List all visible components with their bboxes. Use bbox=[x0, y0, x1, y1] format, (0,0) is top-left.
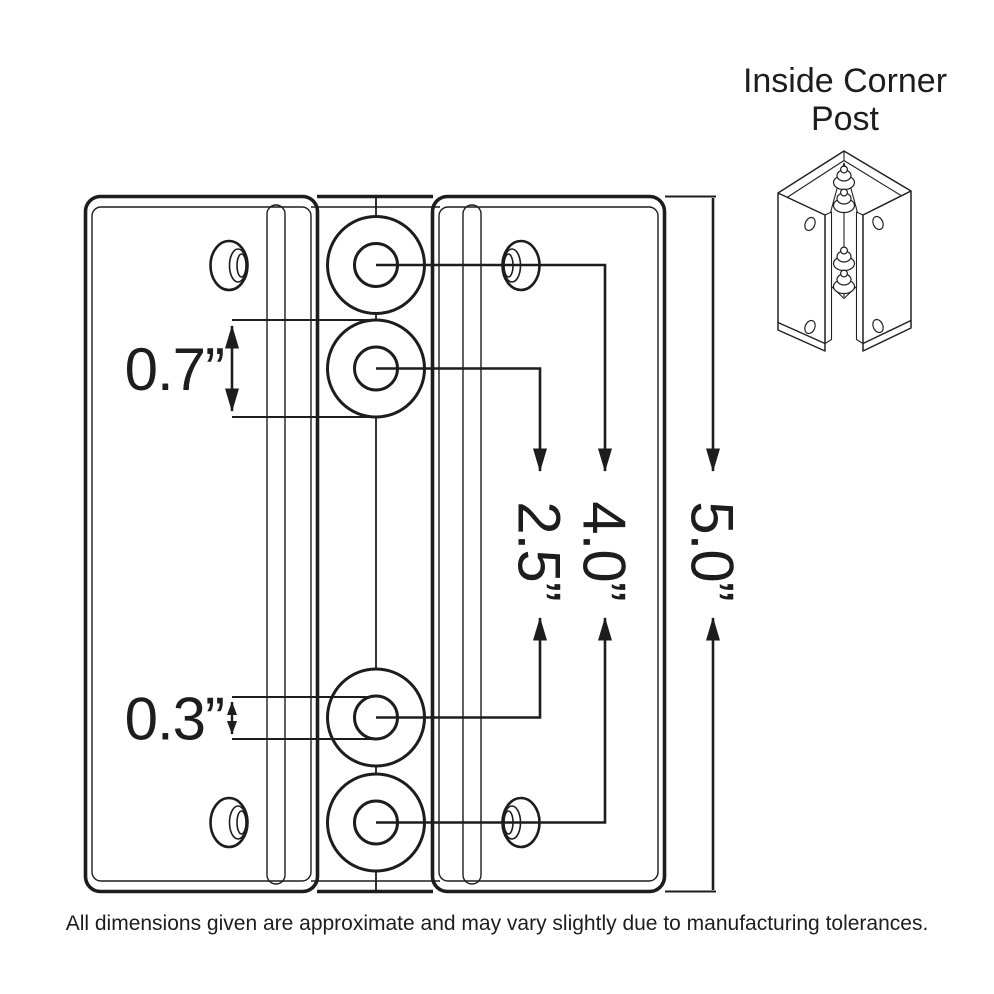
iso-left-plate-face bbox=[777, 192, 826, 345]
left-plate-inner-edge bbox=[91, 206, 312, 882]
dimension-label-pin-hole: 0.3” bbox=[125, 686, 224, 753]
tolerance-footnote: All dimensions given are approximate and… bbox=[65, 912, 929, 935]
dimension-0-3 bbox=[227, 696, 372, 740]
dimension-label-knuckle-diameter: 0.7” bbox=[125, 336, 224, 403]
right-bend-rib bbox=[462, 204, 482, 885]
dimension-label-overall-height: 5.0” bbox=[678, 501, 745, 600]
left-bend-rib bbox=[266, 204, 286, 885]
dimension-5-0 bbox=[665, 195, 720, 893]
iso-rivets bbox=[832, 165, 856, 295]
product-title: Inside Corner Post bbox=[742, 62, 948, 138]
dimension-4-0 bbox=[376, 263, 612, 824]
countersunk-hole bbox=[209, 796, 249, 849]
dimension-label-outer-spacing: 4.0” bbox=[570, 501, 637, 600]
countersunk-hole bbox=[209, 239, 249, 292]
dimension-label-inner-spacing: 2.5” bbox=[505, 501, 572, 600]
dimension-0-7 bbox=[225, 319, 374, 418]
left-plate bbox=[83, 194, 320, 894]
iso-right-plate-face bbox=[862, 190, 912, 345]
dimension-lines bbox=[225, 195, 720, 893]
inside-corner-post-isometric bbox=[777, 150, 912, 352]
dimension-2-5 bbox=[376, 367, 547, 719]
right-plate-inner-edge bbox=[438, 206, 659, 882]
iso-screw-holes bbox=[804, 215, 884, 335]
